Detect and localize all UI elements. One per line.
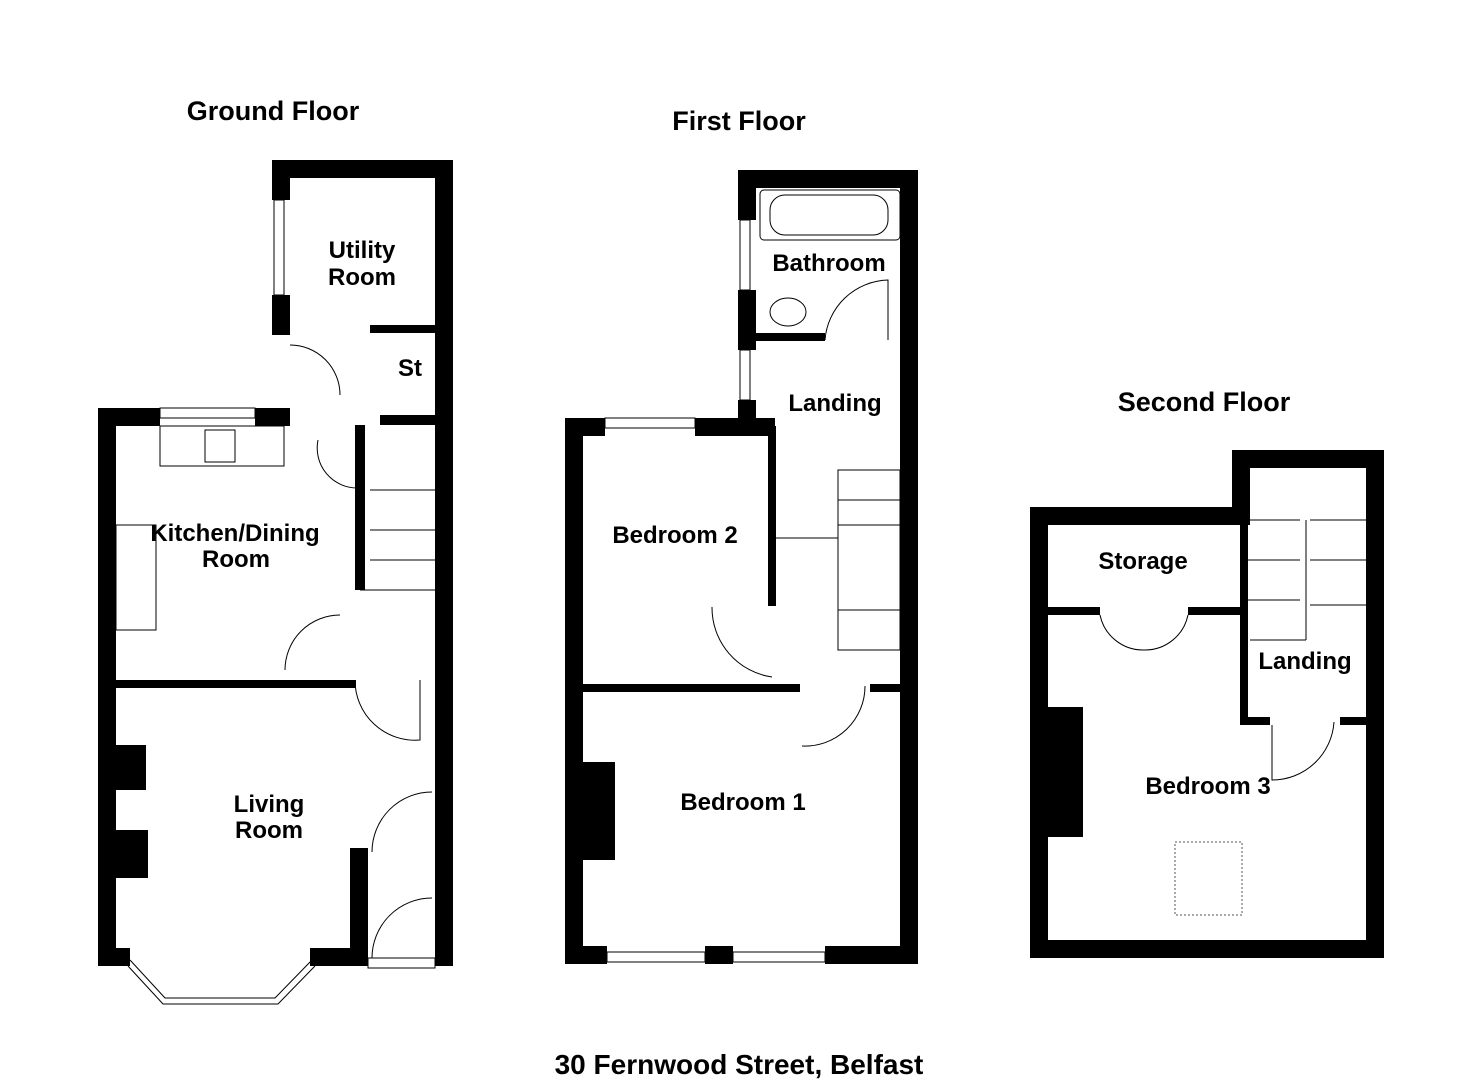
room-label-landing-second: Landing [1258, 648, 1351, 675]
room-label-kitchen: Kitchen/Dining [150, 520, 319, 547]
room-label-bedroom-2: Bedroom 2 [612, 522, 737, 549]
room-label-bedroom-3: Bedroom 3 [1145, 773, 1270, 800]
room-label-utility: Utility [329, 237, 396, 264]
room-label-landing-first: Landing [788, 390, 881, 417]
room-label-living: Living [234, 791, 305, 818]
ground-floor-plan [98, 160, 453, 1005]
property-address: 30 Fernwood Street, Belfast [555, 1049, 924, 1080]
room-label-utility-2: Room [328, 264, 396, 291]
floor-title-ground: Ground Floor [187, 96, 360, 126]
room-label-storage: Storage [1098, 548, 1187, 575]
room-label-store: St [398, 355, 422, 382]
first-floor-plan [565, 170, 918, 964]
room-label-bedroom-1: Bedroom 1 [680, 789, 805, 816]
room-label-living-2: Room [235, 817, 303, 844]
room-label-bathroom: Bathroom [772, 250, 885, 277]
room-label-kitchen-2: Room [202, 546, 270, 573]
second-floor-plan [1030, 450, 1384, 958]
floor-title-first: First Floor [672, 106, 806, 136]
floor-title-second: Second Floor [1118, 387, 1291, 417]
